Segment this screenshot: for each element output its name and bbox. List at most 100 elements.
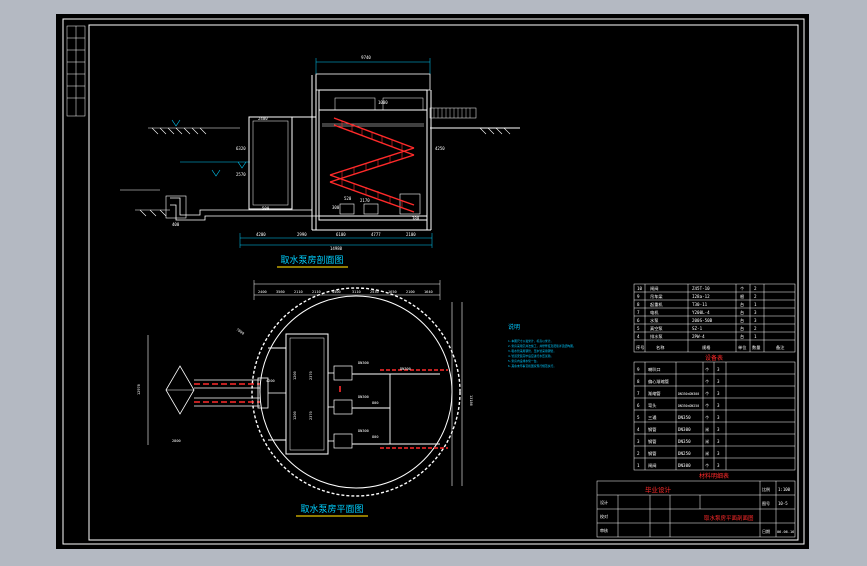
mat-no: 5 bbox=[637, 415, 640, 420]
plan-label: 1200 bbox=[293, 371, 297, 380]
mat-qty: 3 bbox=[717, 463, 720, 468]
section-label: 6320 bbox=[236, 146, 246, 151]
eq-name: 水泵 bbox=[650, 317, 658, 323]
water-level-marks bbox=[171, 119, 250, 177]
mat-name: 闸阀 bbox=[648, 462, 656, 469]
eq-spec: 2PW-4 bbox=[692, 334, 705, 339]
mat-no: 9 bbox=[637, 367, 640, 372]
material-table bbox=[633, 361, 796, 471]
plan-side-dim: 13180 bbox=[469, 395, 473, 406]
eq-unit: 台 bbox=[740, 317, 744, 324]
equipment-table-title: 设备表 bbox=[705, 354, 723, 362]
plan-view bbox=[147, 280, 463, 497]
section-label: 300 bbox=[332, 205, 340, 210]
notes-heading: 说明 bbox=[508, 323, 520, 331]
mat-spec: DN250 bbox=[678, 451, 691, 456]
plan-side-dim: 12978 bbox=[137, 384, 141, 395]
mat-unit: 个 bbox=[705, 415, 710, 420]
mat-spec: DN350 bbox=[678, 439, 691, 444]
note-line: 5.泵房内设排水泵一台。 bbox=[508, 359, 539, 363]
mat-name: 弯头 bbox=[648, 402, 656, 409]
eq-qty: 3 bbox=[754, 318, 757, 323]
plan-pipes bbox=[194, 369, 448, 449]
eq-spec: 200S-50B bbox=[692, 318, 713, 323]
section-dim: 2990 bbox=[297, 232, 307, 237]
plan-label: 2370 bbox=[309, 371, 313, 380]
plan-pipe-label: DN300 bbox=[358, 361, 369, 365]
section-label: 500 bbox=[262, 206, 270, 211]
section-label: 1000 bbox=[378, 100, 388, 105]
section-view bbox=[120, 58, 520, 248]
eq-qty: 1 bbox=[754, 302, 757, 307]
eq-footer: 备注 bbox=[776, 344, 785, 351]
eq-spec: I28a-12 bbox=[692, 294, 710, 299]
section-view-title: 取水泵房剖面图 bbox=[280, 254, 343, 266]
mat-qty: 3 bbox=[717, 427, 720, 432]
note-line: 4.管道安装完毕后应进行水压试验。 bbox=[508, 354, 553, 358]
eq-no: 6 bbox=[637, 318, 640, 323]
plan-dimensions: 2400 3560 2110 2110 4400 3110 2530 1650 … bbox=[137, 290, 473, 443]
mat-qty: 3 bbox=[717, 379, 720, 384]
mat-unit: 个 bbox=[705, 367, 710, 372]
eq-no: 10 bbox=[637, 286, 643, 291]
mat-qty: 3 bbox=[717, 439, 720, 444]
tb-label: 设计 bbox=[600, 499, 608, 505]
eq-qty: 2 bbox=[754, 294, 757, 299]
eq-qty: 2 bbox=[754, 326, 757, 331]
eq-unit: 个 bbox=[740, 286, 745, 291]
eq-qty: 2 bbox=[754, 286, 757, 291]
outer-frame bbox=[62, 18, 805, 545]
staircase bbox=[329, 117, 415, 213]
sheet-value: 10-5 bbox=[778, 501, 788, 506]
plan-label: 4200 bbox=[266, 379, 275, 383]
mat-name: 喇叭口 bbox=[648, 366, 661, 373]
plan-label: 800 bbox=[372, 401, 379, 405]
inner-frame bbox=[88, 24, 799, 541]
plan-label: 1200 bbox=[293, 411, 297, 420]
note-line: 3.吸水管采用钢管，压水管采用钢管。 bbox=[508, 349, 556, 353]
eq-spec: Y200L-4 bbox=[692, 310, 710, 315]
eq-name: 排水泵 bbox=[650, 333, 663, 340]
platform bbox=[429, 107, 477, 119]
section-label: 2170 bbox=[360, 198, 370, 203]
section-label: 400 bbox=[172, 222, 180, 227]
mat-qty: 3 bbox=[717, 403, 720, 408]
eq-footer: 名称 bbox=[656, 344, 664, 351]
section-total-dim: 14980 bbox=[330, 246, 343, 251]
mat-no: 1 bbox=[637, 463, 640, 468]
plan-pipe-label: DN300 bbox=[358, 395, 369, 399]
mat-spec: DN350×DN300 bbox=[678, 392, 699, 396]
eq-footer: 单位 bbox=[738, 344, 746, 351]
wet-well bbox=[248, 116, 293, 210]
equipment-table bbox=[633, 283, 796, 353]
mat-unit: 米 bbox=[705, 438, 710, 445]
material-table-text: 9 喇叭口 个 3 8 偏心渐缩管 个 3 7 渐缩管 DN350×DN300 … bbox=[637, 366, 720, 469]
note-line: 2.泵房采用沉井法施工，井壁厚度及配筋详见结构图。 bbox=[508, 344, 576, 348]
eq-unit: 台 bbox=[740, 301, 744, 308]
eq-no: 9 bbox=[637, 294, 640, 299]
eq-footer: 序号 bbox=[636, 344, 644, 351]
plan-dim: 2530 bbox=[370, 290, 379, 294]
plan-dim: 1640 bbox=[424, 290, 433, 294]
mat-name: 钢管 bbox=[648, 450, 656, 457]
tb-label: 图号 bbox=[762, 500, 770, 506]
eq-spec: T30-11 bbox=[692, 302, 708, 307]
section-dimensions: 9740 4200 2990 6100 4777 2100 14980 2400… bbox=[172, 55, 445, 251]
plan-dim: 4400 bbox=[332, 290, 341, 294]
binding-strip bbox=[66, 25, 86, 117]
eq-qty: 3 bbox=[754, 310, 757, 315]
eq-unit: 台 bbox=[740, 333, 744, 340]
plan-dim: 2110 bbox=[312, 290, 321, 294]
mat-spec: DN300 bbox=[678, 463, 691, 468]
mat-name: 偏心渐缩管 bbox=[648, 378, 669, 385]
section-dim: 6100 bbox=[336, 232, 346, 237]
mat-qty: 3 bbox=[717, 391, 720, 396]
plan-dim: 3560 bbox=[276, 290, 285, 294]
mat-spec: DN350×DN250 bbox=[678, 404, 699, 408]
tb-label: 比例 bbox=[762, 486, 770, 492]
plan-view-title: 取水泵房平面图 bbox=[300, 503, 363, 515]
section-label: 380 bbox=[412, 216, 420, 221]
section-dim: 2100 bbox=[406, 232, 416, 237]
tb-label: 校对 bbox=[600, 513, 608, 519]
